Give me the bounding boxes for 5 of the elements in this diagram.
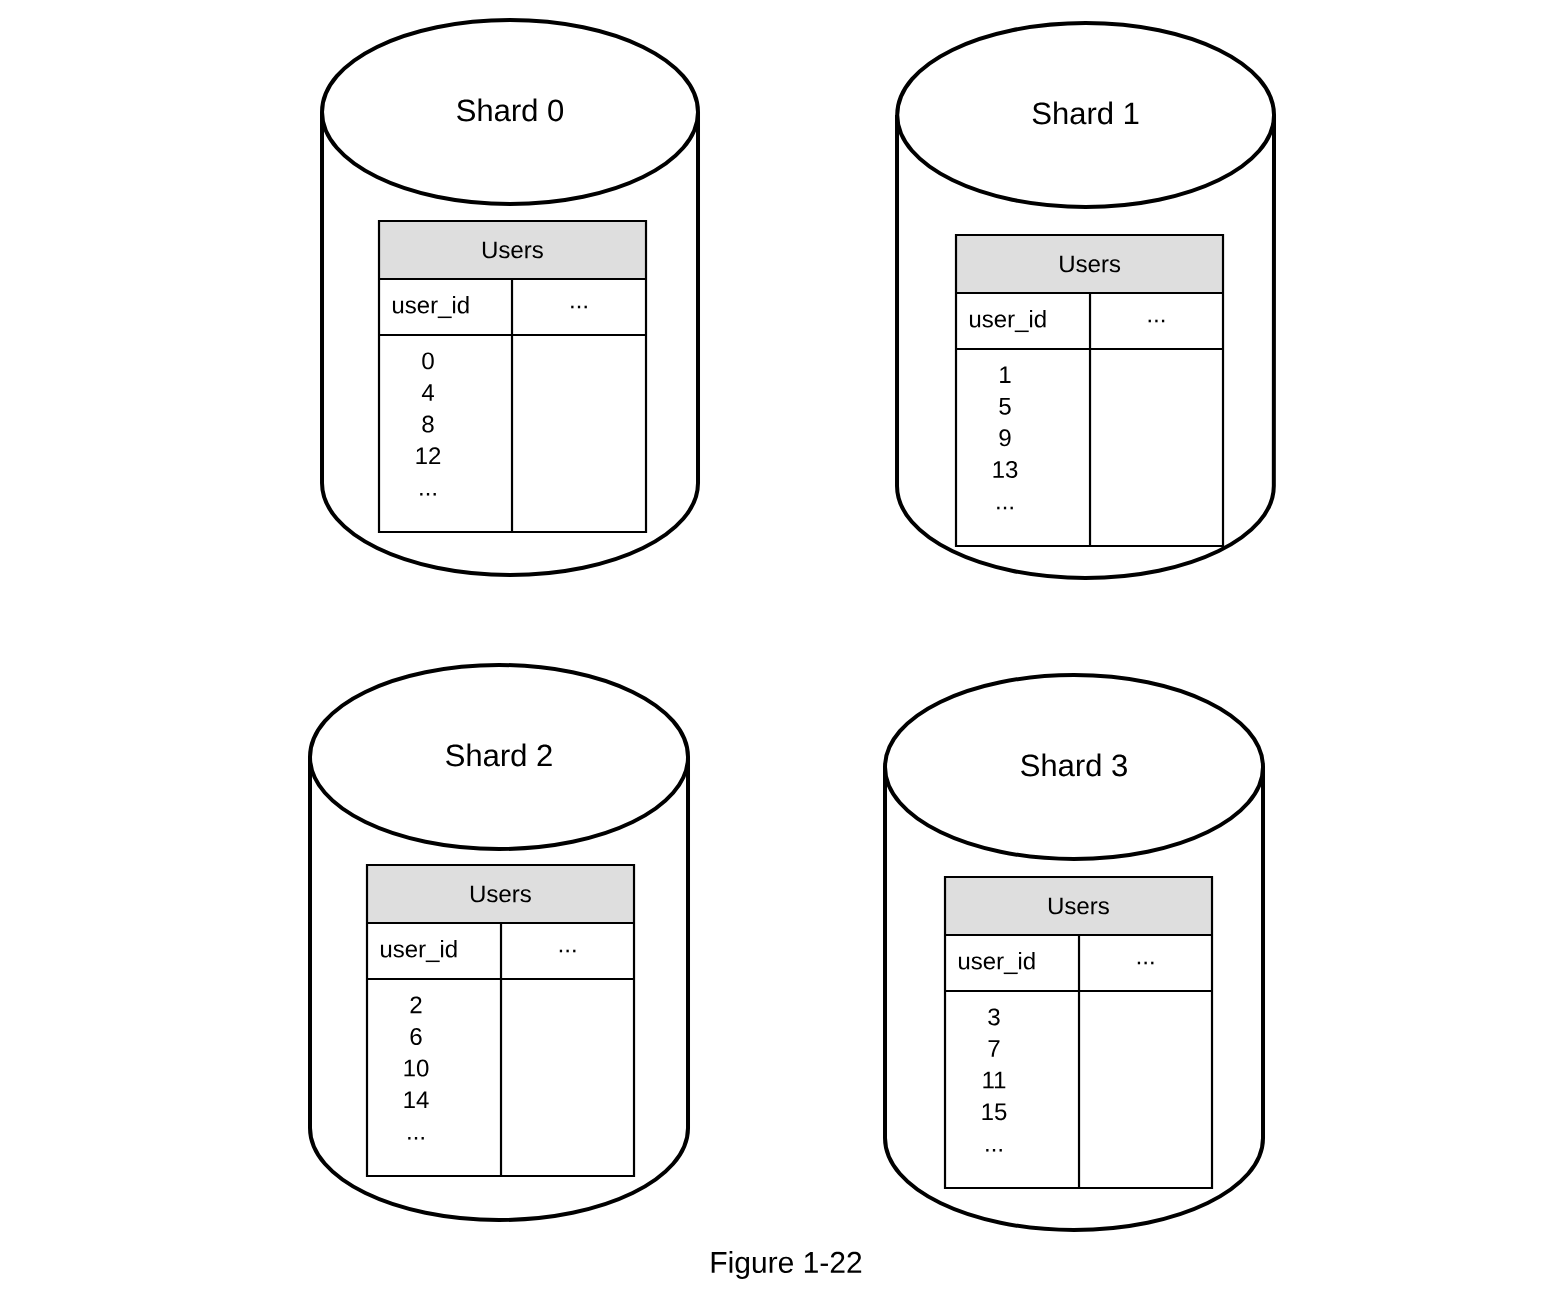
data-table: Users user_id ... 3 7 11 15 ... — [943, 875, 1214, 1190]
data-table: Users user_id ... 2 6 10 14 ... — [365, 863, 636, 1178]
figure-caption: Figure 1-22 — [711, 1251, 862, 1279]
data-table: Users user_id ... 1 5 9 13 ... — [954, 233, 1225, 548]
data-table: Users user_id ... 0 4 8 12 ... — [377, 219, 648, 534]
